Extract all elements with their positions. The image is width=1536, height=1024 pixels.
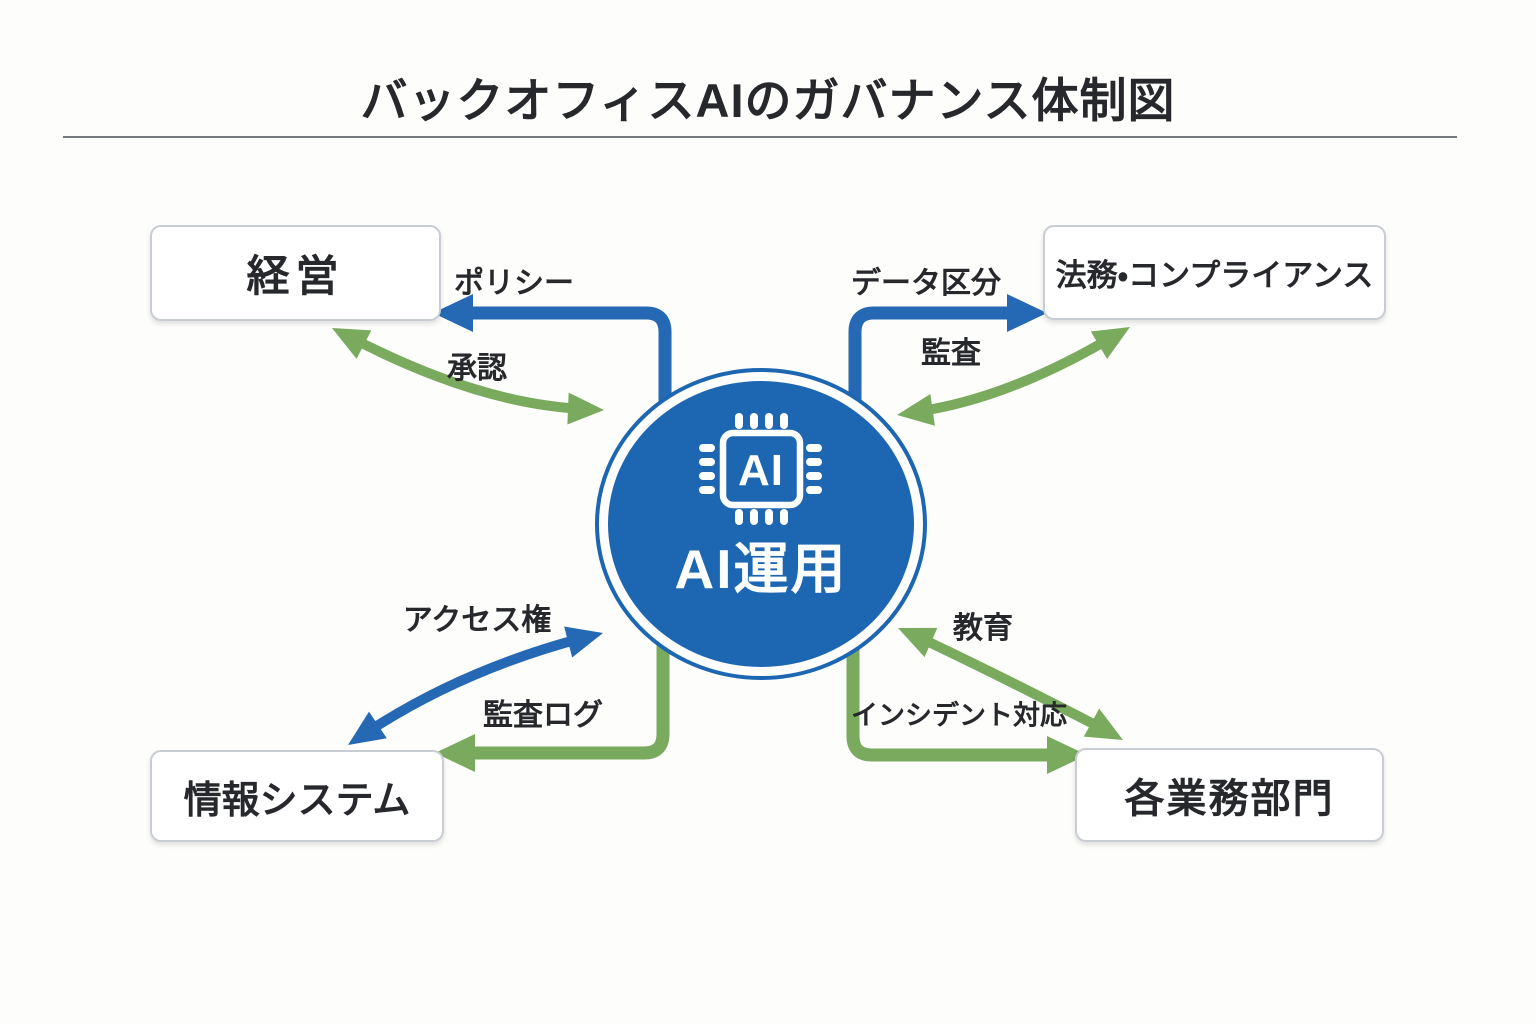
incident-response-arrow bbox=[846, 640, 1087, 774]
edge-label-data-classification: データ区分 bbox=[851, 267, 1001, 300]
arrow-head bbox=[1047, 736, 1087, 774]
chip-pin bbox=[750, 413, 758, 429]
page-title: バックオフィスAIのガバナンス体制図 bbox=[360, 74, 1176, 127]
arrow-head bbox=[897, 394, 935, 426]
edge-label-audit: 監査 bbox=[921, 337, 981, 370]
arrow-head bbox=[564, 626, 603, 658]
arrow-shaft bbox=[846, 640, 1068, 762]
audit-log-arrow bbox=[435, 640, 670, 772]
node-management: 経営 bbox=[150, 225, 441, 321]
edge-label-policy: ポリシー bbox=[454, 267, 574, 300]
arrow-shaft bbox=[358, 632, 591, 740]
chip-pin bbox=[699, 486, 715, 494]
arrow-head bbox=[332, 328, 372, 359]
approval-arrow bbox=[332, 328, 604, 425]
chip-pin bbox=[765, 413, 773, 429]
arrow-head bbox=[898, 627, 938, 658]
ai-chip-icon: AI bbox=[699, 413, 822, 525]
edge-label-incident-response: インシデント対応 bbox=[851, 700, 1067, 731]
ai-operation-circle bbox=[595, 368, 927, 680]
arrow-shaft bbox=[454, 640, 670, 760]
arrow-head bbox=[1007, 294, 1047, 332]
edge-label-audit-log: 監査ログ bbox=[483, 699, 603, 732]
education-arrow bbox=[898, 627, 1123, 740]
node-management-label: 経営 bbox=[246, 253, 345, 301]
arrow-shaft bbox=[343, 331, 591, 414]
arrow-shaft bbox=[848, 306, 1028, 412]
center-label: AI運用 bbox=[674, 538, 847, 600]
arrow-head bbox=[1083, 708, 1123, 740]
arrow-head bbox=[433, 294, 473, 332]
arrow-head bbox=[567, 392, 604, 425]
arrow-head bbox=[348, 711, 387, 745]
node-legal-label: 法務・コンプライアンス bbox=[1055, 258, 1374, 293]
chip-pin bbox=[806, 458, 822, 466]
data-classification-arrow bbox=[848, 294, 1047, 412]
arrow-shaft bbox=[909, 630, 1112, 736]
title-divider bbox=[63, 136, 1457, 138]
policy-arrow bbox=[433, 294, 672, 412]
chip-pin bbox=[780, 413, 788, 429]
arrow-shaft bbox=[910, 331, 1119, 417]
audit-arrow bbox=[897, 327, 1130, 426]
edge-label-education: 教育 bbox=[953, 612, 1013, 645]
arrow-head bbox=[1090, 327, 1130, 360]
chip-pin bbox=[780, 509, 788, 525]
chip-pin bbox=[699, 458, 715, 466]
chip-body bbox=[719, 429, 804, 509]
edge-label-approval: 承認 bbox=[447, 352, 507, 385]
node-departments: 各業務部門 bbox=[1075, 748, 1384, 842]
access-rights-arrow bbox=[348, 626, 603, 745]
node-it: 情報システム bbox=[150, 750, 444, 842]
node-it-label: 情報システム bbox=[183, 779, 411, 822]
arrow-head bbox=[435, 734, 475, 772]
circle-disc bbox=[608, 381, 914, 667]
chip-pin bbox=[699, 472, 715, 480]
chip-pin bbox=[735, 413, 743, 429]
chip-pin bbox=[750, 509, 758, 525]
node-departments-label: 各業務部門 bbox=[1124, 777, 1335, 821]
chip-pin bbox=[765, 509, 773, 525]
chip-pin bbox=[699, 444, 715, 452]
chip-pin bbox=[735, 509, 743, 525]
chip-pin bbox=[806, 444, 822, 452]
node-legal: 法務・コンプライアンス bbox=[1043, 225, 1386, 320]
chip-label: AI bbox=[738, 446, 784, 495]
edge-label-access-rights: アクセス権 bbox=[402, 604, 552, 637]
chip-pin bbox=[806, 472, 822, 480]
chip-pin bbox=[806, 486, 822, 494]
arrow-shaft bbox=[452, 306, 672, 412]
